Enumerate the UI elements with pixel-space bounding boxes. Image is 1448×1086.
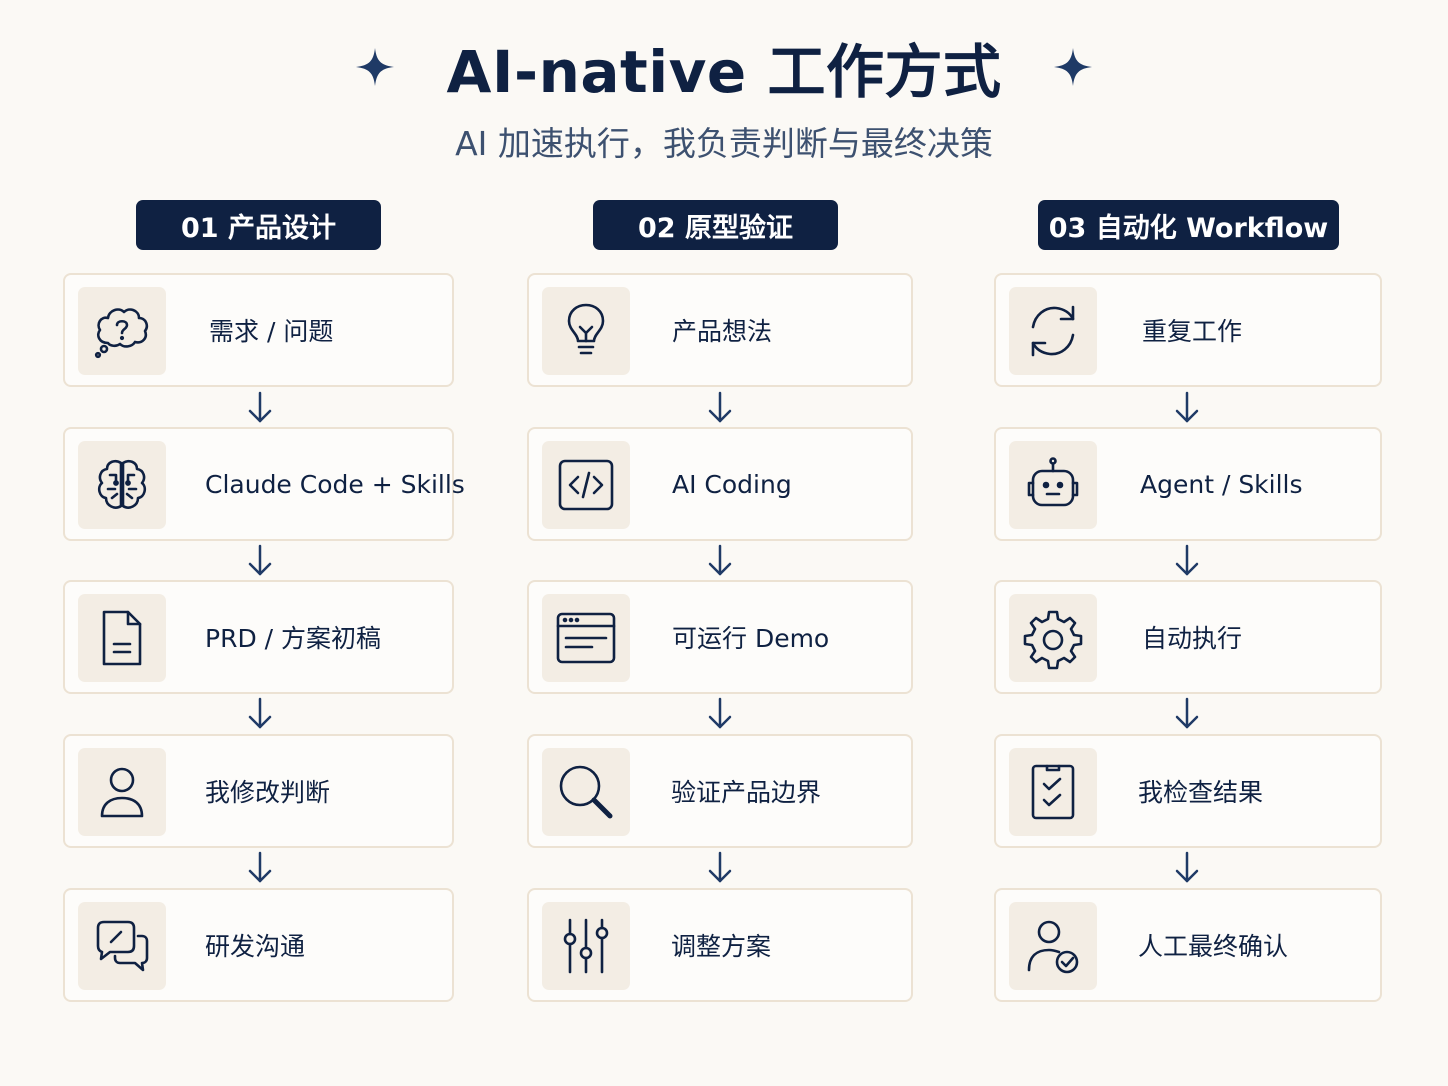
step-label: 可运行 Demo bbox=[672, 624, 830, 653]
step-card: Claude Code + Skills bbox=[63, 427, 465, 541]
step-card: 调整方案 bbox=[527, 888, 913, 1002]
refresh-icon bbox=[1009, 287, 1097, 375]
step-card: 我检查结果 bbox=[994, 734, 1382, 848]
column-header: 02 原型验证 bbox=[593, 200, 838, 250]
step-label: 验证产品边界 bbox=[671, 778, 822, 807]
step-label: 人工最终确认 bbox=[1138, 932, 1289, 961]
step-card: AI Coding bbox=[527, 427, 913, 541]
gear-icon bbox=[1009, 594, 1097, 682]
code-icon bbox=[542, 441, 630, 529]
step-card: 验证产品边界 bbox=[527, 734, 913, 848]
step-card: 人工最终确认 bbox=[994, 888, 1382, 1002]
magnifier-icon bbox=[542, 748, 630, 836]
sparkle-right-icon bbox=[1054, 48, 1093, 86]
step-card: 重复工作 bbox=[994, 273, 1382, 387]
user-check-icon bbox=[1009, 902, 1097, 990]
arrow-down-icon bbox=[705, 696, 735, 732]
arrow-down-icon bbox=[1172, 390, 1202, 426]
person-icon bbox=[78, 748, 166, 836]
arrow-down-icon bbox=[245, 850, 275, 886]
arrow-down-icon bbox=[705, 850, 735, 886]
column-header: 01 产品设计 bbox=[136, 200, 381, 250]
step-label: 产品想法 bbox=[672, 317, 773, 346]
step-label: Agent / Skills bbox=[1140, 469, 1303, 499]
step-label: Claude Code + Skills bbox=[205, 469, 465, 499]
step-card: PRD / 方案初稿 bbox=[63, 580, 454, 694]
step-card: 自动执行 bbox=[994, 580, 1382, 694]
step-card: 可运行 Demo bbox=[527, 580, 913, 694]
step-label: PRD / 方案初稿 bbox=[205, 624, 382, 653]
step-card: 我修改判断 bbox=[63, 734, 454, 848]
arrow-down-icon bbox=[705, 543, 735, 579]
page-title: AI-native 工作方式 bbox=[446, 38, 1002, 106]
checklist-icon bbox=[1009, 748, 1097, 836]
arrow-down-icon bbox=[1172, 543, 1202, 579]
document-icon bbox=[78, 594, 166, 682]
step-label: AI Coding bbox=[672, 469, 792, 499]
arrow-down-icon bbox=[1172, 850, 1202, 886]
browser-window-icon bbox=[542, 594, 630, 682]
step-label: 重复工作 bbox=[1142, 317, 1243, 346]
step-label: 我检查结果 bbox=[1138, 778, 1264, 807]
sparkle-left-icon bbox=[355, 48, 394, 86]
lightbulb-icon bbox=[542, 287, 630, 375]
step-label: 调整方案 bbox=[671, 932, 772, 961]
sliders-icon bbox=[542, 902, 630, 990]
step-card: Agent / Skills bbox=[994, 427, 1382, 541]
step-label: 自动执行 bbox=[1142, 624, 1243, 653]
chat-bubbles-icon bbox=[78, 902, 166, 990]
step-label: 研发沟通 bbox=[205, 932, 306, 961]
step-label: 我修改判断 bbox=[205, 778, 331, 807]
robot-icon bbox=[1009, 441, 1097, 529]
brain-circuit-icon bbox=[78, 441, 166, 529]
step-label: 需求 / 问题 bbox=[209, 317, 334, 346]
arrow-down-icon bbox=[245, 696, 275, 732]
arrow-down-icon bbox=[705, 390, 735, 426]
step-card: 需求 / 问题 bbox=[63, 273, 454, 387]
step-card: 产品想法 bbox=[527, 273, 913, 387]
arrow-down-icon bbox=[245, 390, 275, 426]
thought-bubble-question-icon bbox=[78, 287, 166, 375]
step-card: 研发沟通 bbox=[63, 888, 454, 1002]
arrow-down-icon bbox=[245, 543, 275, 579]
page-subtitle: AI 加速执行，我负责判断与最终决策 bbox=[455, 124, 993, 163]
column-header: 03 自动化 Workflow bbox=[1038, 200, 1339, 250]
title-row: AI-native 工作方式 bbox=[0, 22, 1448, 112]
arrow-down-icon bbox=[1172, 696, 1202, 732]
